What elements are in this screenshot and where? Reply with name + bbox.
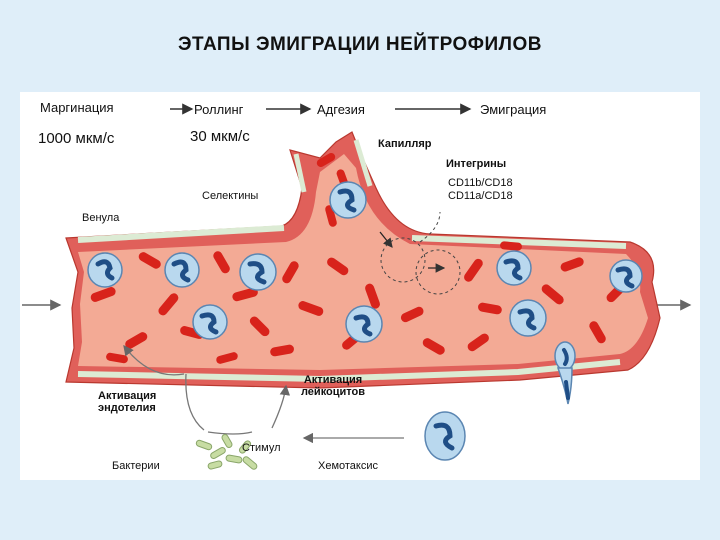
- label-chemotaxis: Хемотаксис: [318, 460, 378, 472]
- page-title: ЭТАПЫ ЭМИГРАЦИИ НЕЙТРОФИЛОВ: [0, 34, 720, 56]
- emigration-diagram: [20, 92, 700, 480]
- leukocyte-cell: [165, 253, 199, 287]
- leukocyte-cell: [88, 253, 122, 287]
- leukocyte-cell: [497, 251, 531, 285]
- label-endothelium-activation-line1: Активация: [98, 390, 156, 402]
- stage-emigration: Эмиграция: [480, 102, 546, 117]
- label-leukocyte-activation-line1: Активация: [278, 374, 388, 386]
- label-cd11b: CD11b/CD18: [448, 177, 513, 189]
- leukocyte-cell: [240, 254, 276, 290]
- label-endothelium-activation: Активация эндотелия: [98, 390, 156, 414]
- label-venule: Венула: [82, 212, 119, 224]
- stage-adhesion: Адгезия: [317, 102, 365, 117]
- label-capillary: Капилляр: [378, 138, 432, 150]
- label-cd11a: CD11a/CD18: [448, 190, 513, 202]
- diagram-panel: Маргинация Роллинг Адгезия Эмиграция 100…: [20, 92, 700, 480]
- label-leukocyte-activation-line2: лейкоцитов: [278, 386, 388, 398]
- leukocyte-cell: [510, 300, 546, 336]
- label-stimulus: Стимул: [242, 442, 281, 454]
- leukocyte-cell: [193, 305, 227, 339]
- tissue-leukocyte: [425, 412, 465, 460]
- leukocyte-cell: [610, 260, 642, 292]
- label-selectins: Селектины: [202, 190, 258, 202]
- leukocyte-cell: [346, 306, 382, 342]
- stage-rolling: Роллинг: [194, 102, 243, 117]
- label-bacteria: Бактерии: [112, 460, 160, 472]
- label-endothelium-activation-line2: эндотелия: [98, 402, 156, 414]
- label-integrins: Интегрины: [446, 158, 506, 170]
- stage-margination: Маргинация: [40, 100, 114, 115]
- speed-margination: 1000 мкм/с: [38, 130, 114, 147]
- leukocyte-cell: [330, 182, 366, 218]
- label-leukocyte-activation: Активация лейкоцитов: [278, 374, 388, 398]
- speed-rolling: 30 мкм/с: [190, 128, 250, 145]
